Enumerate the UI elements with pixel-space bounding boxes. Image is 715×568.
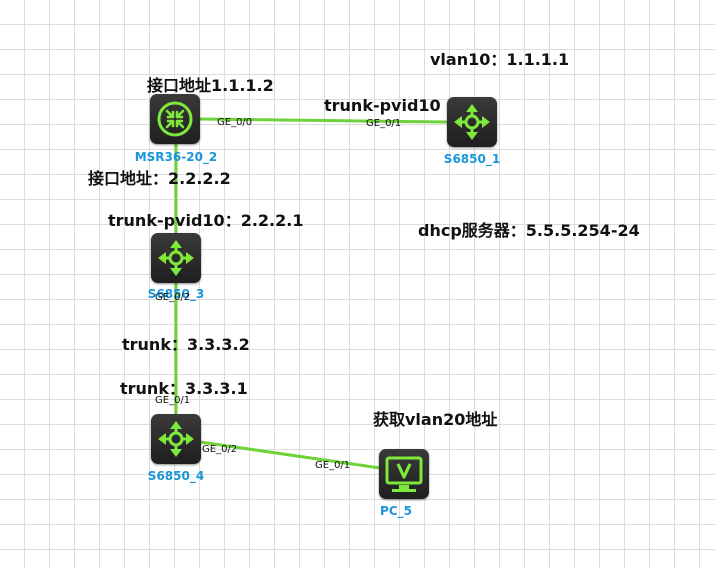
port-pc-ge01: GE_0/1 — [315, 460, 351, 471]
note-vlan10: vlan10：1.1.1.1 — [430, 50, 570, 69]
router-icon — [157, 101, 193, 137]
switch-icon — [158, 421, 194, 457]
note-dhcp-server: dhcp服务器：5.5.5.254-24 — [418, 221, 640, 240]
link-switch4-pc[interactable] — [199, 440, 381, 470]
link-router-switch1[interactable] — [197, 117, 448, 124]
switch4-label: S6850_4 — [147, 469, 205, 483]
router-msr36-20-2[interactable] — [150, 94, 200, 144]
pc-label: PC_5 — [380, 504, 412, 518]
note-trunk-3331: trunk：3.3.3.1 — [120, 379, 248, 398]
port-switch4-ge02: GE_0/2 — [202, 444, 238, 455]
switch-icon — [158, 240, 194, 276]
note-router-interface-1: 接口地址1.1.1.2 — [147, 76, 274, 95]
switch3-label: S6850_3 — [147, 287, 205, 301]
note-trunk-3332: trunk：3.3.3.2 — [122, 335, 250, 354]
switch1-label: S6850_1 — [443, 152, 501, 166]
pc-icon — [385, 456, 423, 492]
router-label: MSR36-20_2 — [134, 150, 218, 164]
port-switch4-ge01: GE_0/1 — [155, 395, 191, 406]
port-switch1-ge01: GE_0/1 — [366, 118, 402, 129]
switch-icon — [454, 104, 490, 140]
switch-s6850-3[interactable] — [151, 233, 201, 283]
switch-s6850-4[interactable] — [151, 414, 201, 464]
pc-5[interactable] — [379, 449, 429, 499]
note-trunk-pvid10-switch3: trunk-pvid10：2.2.2.1 — [108, 211, 304, 230]
switch-s6850-1[interactable] — [447, 97, 497, 147]
note-trunk-pvid10-top: trunk-pvid10 — [324, 96, 441, 115]
port-switch3-ge02: GE_0/2 — [155, 292, 191, 303]
note-router-interface-2: 接口地址：2.2.2.2 — [88, 169, 231, 188]
port-router-ge00: GE_0/0 — [217, 117, 253, 128]
note-vlan20: 获取vlan20地址 — [373, 410, 498, 429]
